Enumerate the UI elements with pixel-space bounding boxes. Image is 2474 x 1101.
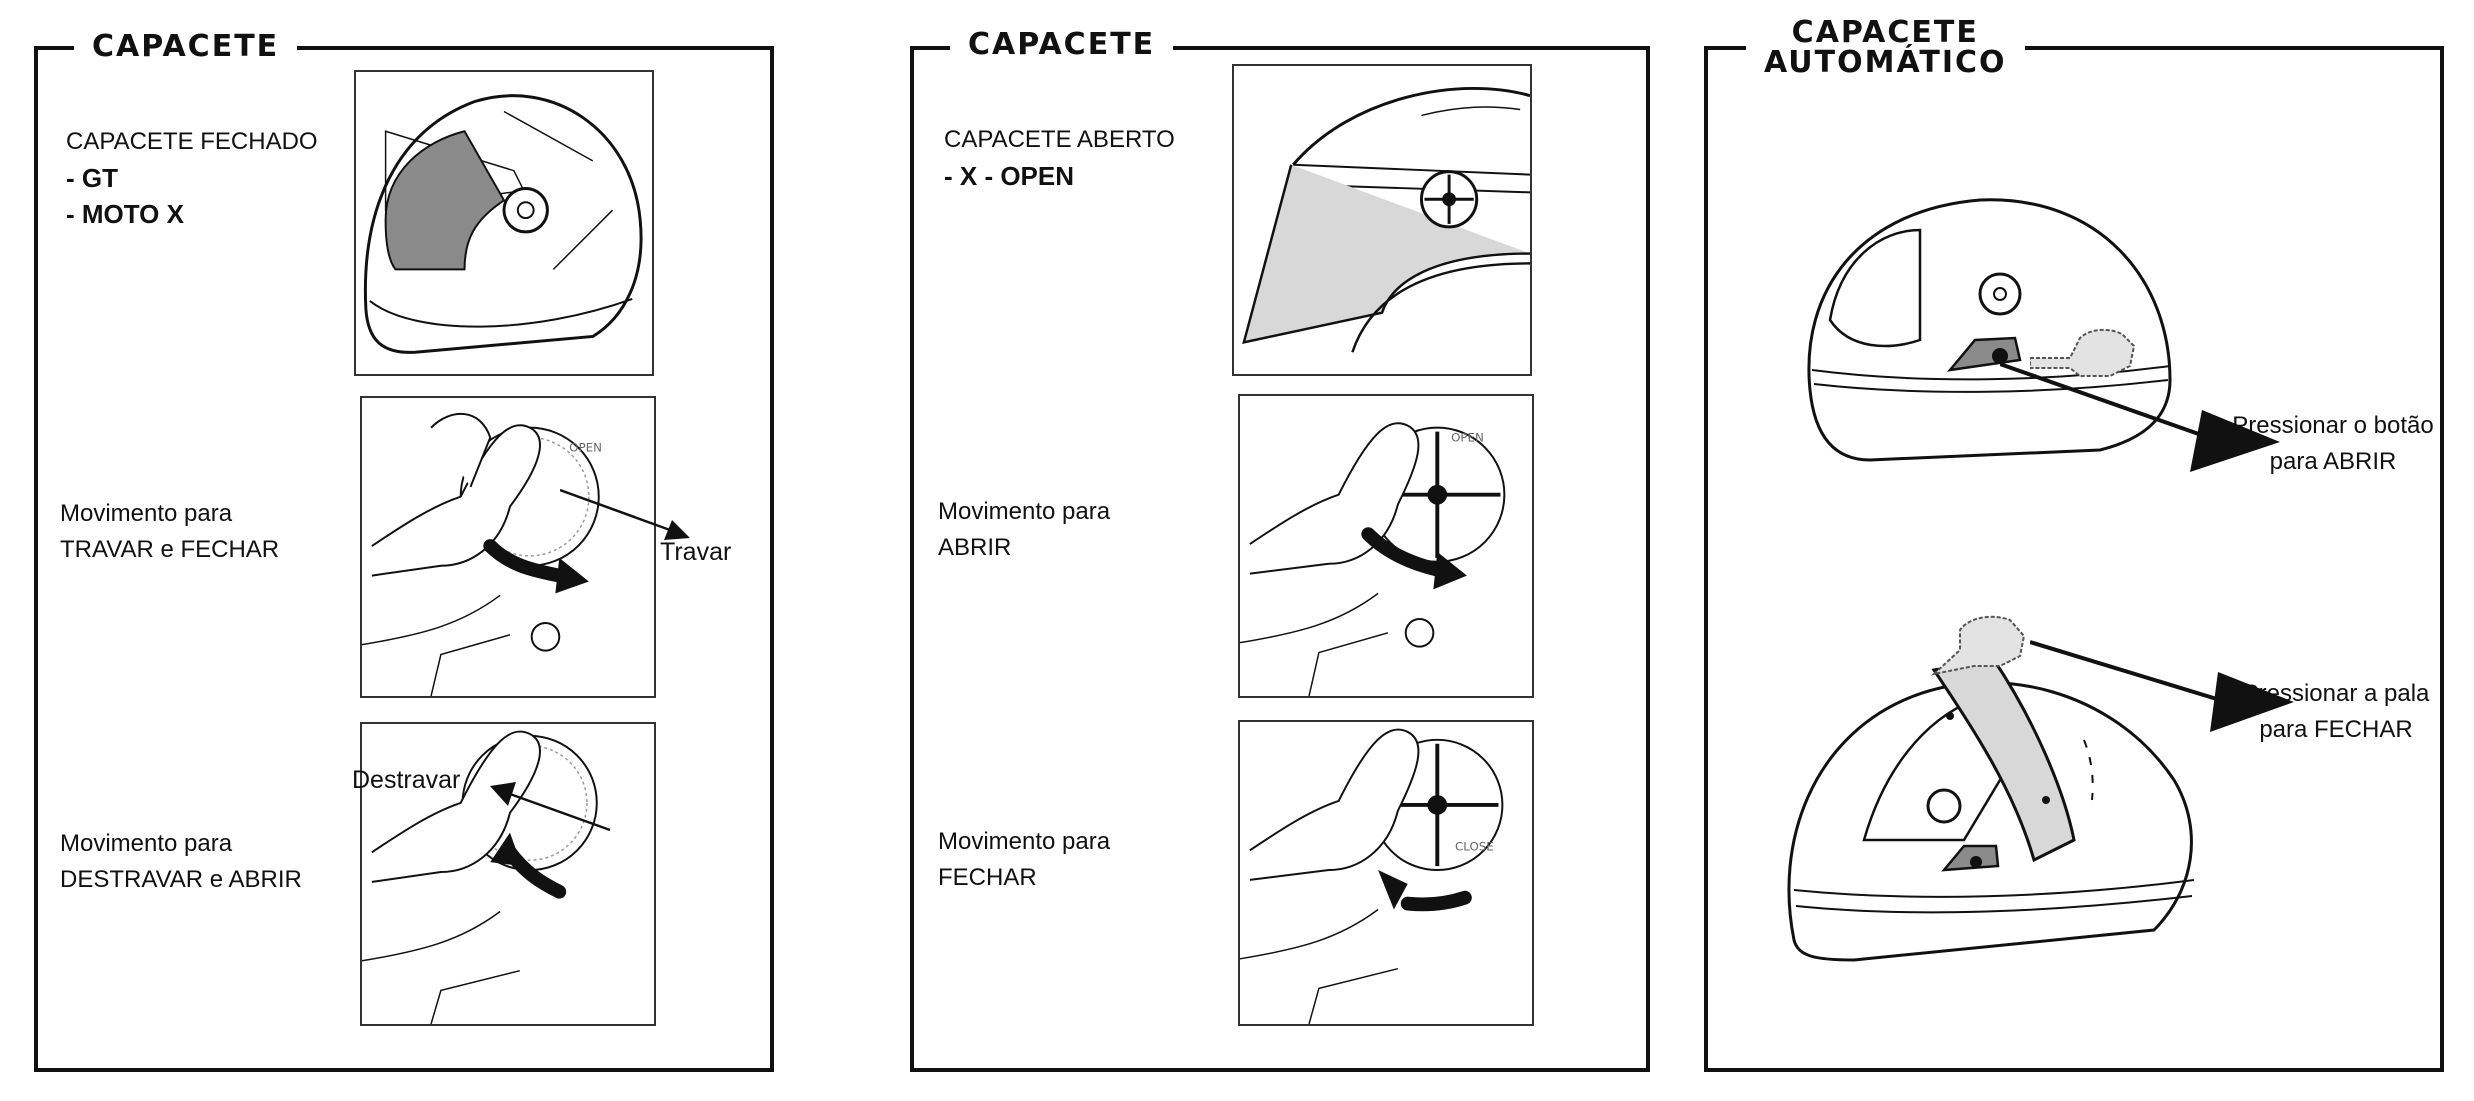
panel-1-title: CAPACETE xyxy=(74,32,298,62)
hand-turning-knob-close: CLOSE xyxy=(1240,728,1504,1024)
destravar-callout: Destravar xyxy=(352,766,461,794)
travar-arrow xyxy=(560,488,690,540)
step-1-line-1: Movimento para xyxy=(60,500,233,527)
panel-3-title-line-2: AUTOMÁTICO xyxy=(1764,45,2007,80)
finger-pointing-icon-1 xyxy=(2030,328,2136,377)
unlock-open-illustration xyxy=(360,722,656,1026)
press-button-line-1: Pressionar o botão xyxy=(2232,412,2434,439)
finger-pointing-icon-2 xyxy=(1930,615,2026,676)
step-2-line-1: Movimento para xyxy=(938,828,1111,855)
helmet-type-label: CAPACETE FECHADO xyxy=(66,128,318,155)
press-visor-line-1: Pressionar a pala xyxy=(2242,680,2430,707)
step-2-line-1: Movimento para xyxy=(60,830,233,857)
model-moto-x-label: - MOTO X xyxy=(66,199,184,229)
open-helmet-drawing xyxy=(1242,86,1530,353)
automatic-helmet-open-illustration xyxy=(1787,658,2195,962)
press-visor-arrow xyxy=(2030,640,2294,732)
knob-open-text: OPEN xyxy=(1451,430,1484,444)
panel-capacete-fechado xyxy=(34,46,774,1072)
press-visor-line-2: para FECHAR xyxy=(2259,716,2413,743)
knob-close-text: CLOSE xyxy=(1455,839,1494,853)
panel-2-step-2-label: Movimento para FECHAR xyxy=(938,824,1110,896)
closed-helmet-drawing xyxy=(363,94,643,354)
step-2-line-2: FECHAR xyxy=(938,864,1037,891)
open-helmet-illustration xyxy=(1232,64,1532,376)
panel-3-title-line-1: CAPACETE xyxy=(1791,15,1979,50)
open-knob-illustration: OPEN xyxy=(1238,394,1534,698)
press-button-arrow xyxy=(2000,362,2280,472)
panel-capacete-aberto xyxy=(910,46,1650,1072)
panel-2-step-1-label: Movimento para ABRIR xyxy=(938,494,1110,566)
hand-turning-knob-lock: OPEN xyxy=(362,413,602,696)
hand-turning-knob-open: OPEN xyxy=(1240,422,1506,696)
press-visor-instruction: Pressionar a pala para FECHAR xyxy=(2238,676,2434,748)
closed-helmet-illustration xyxy=(354,70,654,376)
press-button-line-2: para ABRIR xyxy=(2269,448,2397,475)
destravar-arrow xyxy=(490,782,611,832)
panel-2-header-label: CAPACETE ABERTO - X - OPEN xyxy=(944,122,1175,194)
step-1-line-1: Movimento para xyxy=(938,498,1111,525)
step-1-line-2: ABRIR xyxy=(938,534,1012,561)
panel-3-title: CAPACETE AUTOMÁTICO xyxy=(1746,18,2025,78)
hand-turning-knob-unlock xyxy=(362,730,598,1024)
step-1-line-2: TRAVAR e FECHAR xyxy=(60,536,280,563)
panel-1-header-label: CAPACETE FECHADO - GT - MOTO X xyxy=(66,124,318,232)
travar-callout: Travar xyxy=(660,538,732,566)
close-knob-illustration: CLOSE xyxy=(1238,720,1534,1026)
panel-1-step-2-label: Movimento para DESTRAVAR e ABRIR xyxy=(60,826,302,898)
panel-2-title: CAPACETE xyxy=(950,30,1174,60)
lock-close-illustration: OPEN xyxy=(360,396,656,698)
helmet-type-label: CAPACETE ABERTO xyxy=(944,126,1175,153)
panel-1-step-1-label: Movimento para TRAVAR e FECHAR xyxy=(60,496,279,568)
knob-open-text: OPEN xyxy=(569,440,602,454)
automatic-helmet-closed-illustration xyxy=(1807,198,2172,462)
step-2-line-2: DESTRAVAR e ABRIR xyxy=(60,866,302,893)
panel-capacete-automatico xyxy=(1704,46,2444,1072)
model-gt-label: - GT xyxy=(66,163,118,193)
press-button-instruction: Pressionar o botão para ABRIR xyxy=(2228,408,2438,480)
model-x-open-label: - X - OPEN xyxy=(944,161,1075,191)
